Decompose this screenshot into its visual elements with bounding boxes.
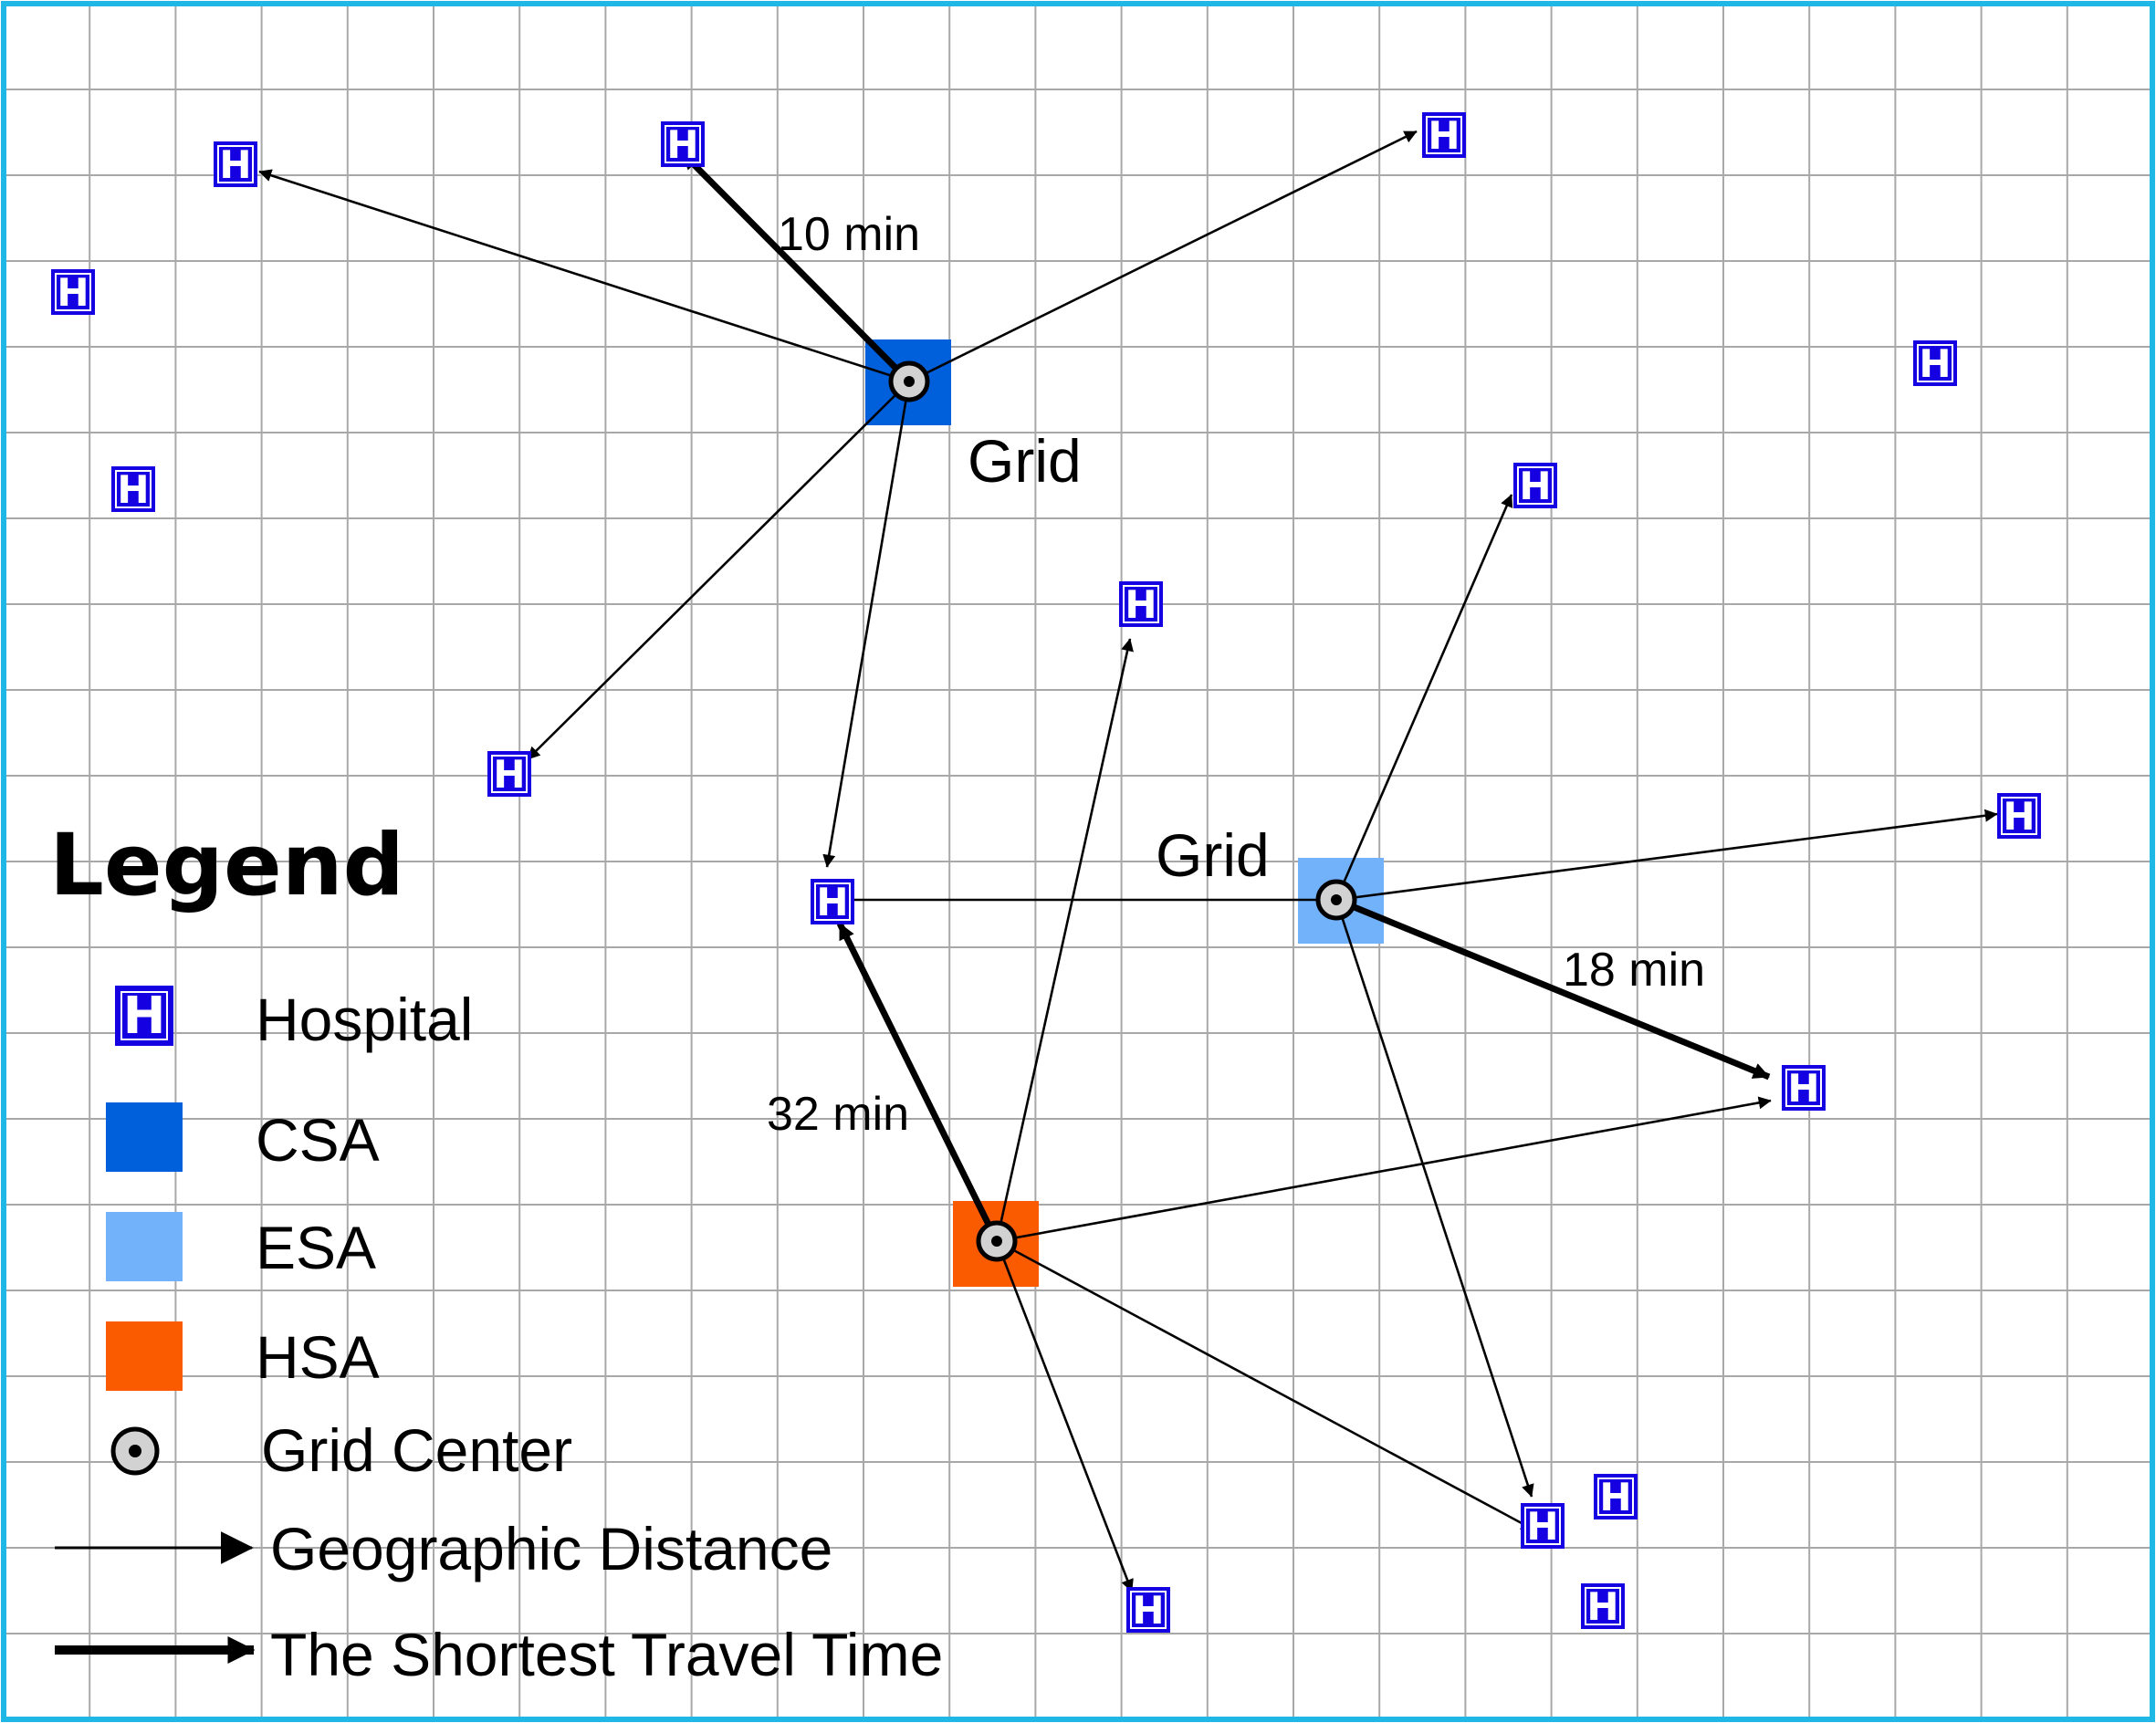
legend-label-shortest-travel-time: The Shortest Travel Time (270, 1621, 943, 1688)
hospital-icon: H (1581, 1583, 1625, 1629)
geographic-distance-arrow (996, 1239, 1534, 1531)
svg-text:H: H (57, 270, 89, 315)
connection-arrows (258, 130, 1998, 1592)
hospital-icon: H (115, 986, 173, 1046)
svg-text:H: H (1787, 1066, 1819, 1111)
esa-swatch (106, 1212, 183, 1281)
grid-center-marker (1315, 879, 1357, 921)
legend-label-csa: CSA (256, 1106, 380, 1174)
travel-time-label: 18 min (1563, 944, 1705, 997)
geographic-distance-arrow (995, 1240, 1134, 1592)
hospital-icon: H (1594, 1474, 1638, 1519)
hospital-icon: H (1126, 1587, 1170, 1633)
legend-label-hospital: Hospital (256, 986, 473, 1053)
grid-centers (888, 360, 1357, 1262)
hospital-icon: H (1782, 1065, 1826, 1111)
legend-label-hsa: HSA (256, 1323, 380, 1391)
service-area-cells (865, 339, 1384, 1287)
geographic-distance-arrow (996, 1096, 1772, 1243)
hospital-icon: H (1521, 1503, 1565, 1549)
geographic-distance-arrow (1334, 494, 1513, 901)
hospital-icon: H (1913, 340, 1957, 386)
travel-time-label: 10 min (778, 208, 920, 261)
csa-swatch (106, 1102, 183, 1172)
grid-center-icon (110, 1426, 160, 1476)
grid-center-marker (976, 1220, 1018, 1262)
svg-text:H: H (2003, 794, 2035, 839)
shortest-travel-time-arrow (680, 151, 912, 384)
hsa-swatch (106, 1321, 183, 1391)
legend-label-geographic-distance: Geographic Distance (270, 1515, 832, 1582)
hospital-icon: H (811, 879, 854, 924)
hospital-icon: H (214, 141, 257, 187)
hospital-icon: H (51, 269, 95, 315)
svg-text:H: H (123, 987, 166, 1046)
svg-text:H: H (1586, 1584, 1618, 1629)
grid-label: Grid (1156, 821, 1270, 889)
geographic-distance-arrow (822, 381, 911, 868)
legend: Legend H Hospital CSA ESA HSA Grid Cente… (49, 816, 943, 1688)
geographic-distance-arrow (1334, 899, 1534, 1498)
svg-text:H: H (1519, 464, 1551, 508)
shortest-travel-time-arrow (836, 922, 1000, 1243)
hospital-icon: H (661, 121, 705, 167)
shortest-travel-time-arrow (1334, 896, 1771, 1081)
hospital-icon: H (1997, 793, 2041, 839)
hospital-icon: H (487, 751, 531, 797)
svg-text:H: H (1428, 113, 1460, 158)
hospital-icon: H (1422, 112, 1466, 158)
svg-text:H: H (666, 122, 698, 167)
svg-text:H: H (1526, 1504, 1558, 1549)
travel-time-label: 32 min (767, 1088, 909, 1141)
geographic-distance-arrow (1335, 809, 1998, 902)
svg-text:H: H (493, 752, 525, 797)
hospital-icon: H (111, 466, 155, 512)
background-grid (3, 3, 2152, 1720)
geographic-distance-arrow (908, 130, 1418, 383)
hospital-icon: H (1119, 581, 1163, 627)
grid-label: Grid (968, 427, 1082, 495)
geographic-distance-arrow (527, 381, 910, 760)
svg-text:H: H (1132, 1588, 1164, 1633)
legend-label-esa: ESA (256, 1214, 376, 1281)
legend-label-grid-center: Grid Center (261, 1416, 572, 1484)
grid-center-marker (888, 360, 930, 402)
svg-text:H: H (219, 142, 251, 187)
geographic-distance-arrow (258, 169, 910, 383)
svg-text:H: H (1919, 341, 1951, 386)
svg-text:H: H (1125, 582, 1156, 627)
svg-text:H: H (816, 880, 848, 924)
svg-text:H: H (1599, 1475, 1631, 1519)
geographic-distance-arrow (995, 638, 1134, 1242)
svg-text:H: H (117, 467, 149, 512)
hospital-icon: H (1513, 463, 1557, 508)
legend-title: Legend (49, 816, 404, 915)
